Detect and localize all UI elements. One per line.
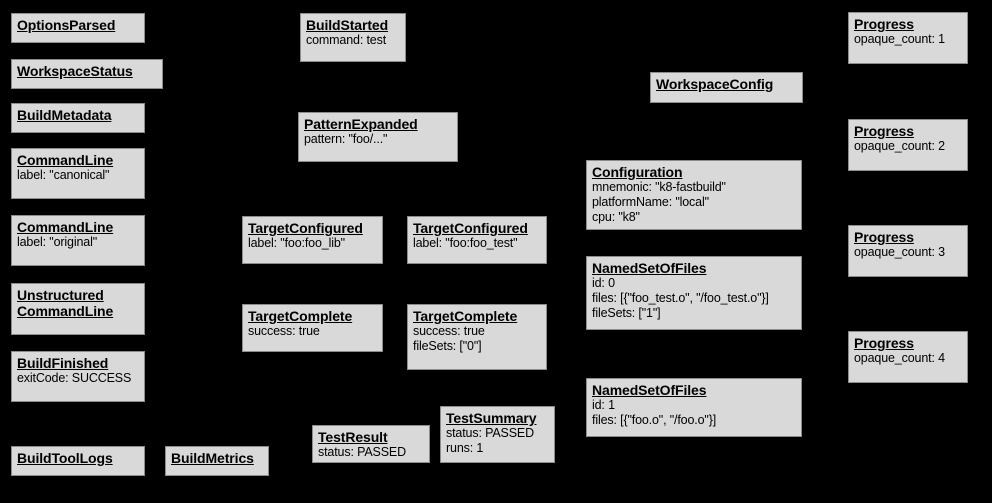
- node-attribute-list: opaque_count: 3: [854, 245, 962, 260]
- node-title: TestResult: [318, 429, 388, 445]
- node-attribute: runs: 1: [446, 441, 484, 455]
- node-attribute-list: label: "canonical": [17, 168, 139, 183]
- node-title: BuildToolLogs: [17, 450, 113, 466]
- node-unstructured-command-line[interactable]: Unstructured CommandLine: [11, 283, 145, 335]
- node-workspace-status[interactable]: WorkspaceStatus: [11, 59, 163, 89]
- node-attribute: files: [{"foo_test.o", "/foo_test.o"}]: [592, 291, 769, 305]
- node-attribute: id: 0: [592, 276, 615, 291]
- node-title: TargetComplete: [413, 308, 518, 324]
- node-attribute-list: opaque_count: 4: [854, 351, 962, 366]
- node-attribute-list: opaque_count: 1: [854, 32, 962, 47]
- node-attribute: cpu: "k8": [592, 209, 640, 224]
- node-title: BuildMetadata: [17, 107, 112, 123]
- node-attribute: status: PASSED: [446, 426, 534, 441]
- node-build-metrics[interactable]: BuildMetrics: [165, 446, 269, 476]
- node-build-metadata[interactable]: BuildMetadata: [11, 103, 145, 133]
- node-attribute: pattern: "foo/...": [304, 132, 388, 147]
- node-attribute: opaque_count: 2: [854, 139, 945, 154]
- node-attribute: opaque_count: 3: [854, 245, 945, 260]
- node-title: Progress: [854, 123, 914, 139]
- node-title: BuildMetrics: [171, 450, 254, 466]
- node-attribute: label: "original": [17, 235, 97, 250]
- node-attribute: command: test: [306, 33, 387, 48]
- node-title: NamedSetOfFiles: [592, 382, 707, 398]
- node-title: PatternExpanded: [304, 116, 418, 132]
- node-attribute-list: opaque_count: 2: [854, 139, 962, 154]
- node-attribute-list: mnemonic: "k8-fastbuild"platformName: "l…: [592, 180, 796, 224]
- node-attribute-list: exitCode: SUCCESS: [17, 371, 139, 386]
- node-attribute: label: "foo:foo_lib": [248, 236, 345, 251]
- node-attribute: fileSets: ["0"]: [413, 339, 482, 353]
- node-attribute: label: "foo:foo_test": [413, 236, 518, 251]
- node-title: CommandLine: [17, 219, 114, 235]
- node-attribute: opaque_count: 1: [854, 32, 945, 47]
- node-title: Progress: [854, 229, 914, 245]
- node-attribute-list: pattern: "foo/...": [304, 132, 452, 147]
- node-attribute-list: label: "original": [17, 235, 139, 250]
- node-options-parsed[interactable]: OptionsParsed: [11, 13, 145, 43]
- node-attribute: success: true: [248, 324, 320, 339]
- node-title: OptionsParsed: [17, 17, 116, 33]
- node-title: WorkspaceStatus: [17, 63, 133, 79]
- node-attribute: platformName: "local": [592, 195, 709, 209]
- node-title: TargetComplete: [248, 308, 353, 324]
- node-attribute-list: status: PASSED: [318, 445, 424, 460]
- node-title: TargetConfigured: [248, 220, 363, 236]
- node-attribute: status: PASSED: [318, 445, 406, 460]
- node-title: Progress: [854, 335, 914, 351]
- node-attribute: label: "canonical": [17, 168, 110, 183]
- node-title: CommandLine: [17, 152, 114, 168]
- node-title: TargetConfigured: [413, 220, 528, 236]
- node-build-tool-logs[interactable]: BuildToolLogs: [11, 446, 145, 476]
- node-attribute: opaque_count: 4: [854, 351, 945, 366]
- node-attribute-list: label: "foo:foo_lib": [248, 236, 377, 251]
- node-attribute-list: label: "foo:foo_test": [413, 236, 541, 251]
- node-title: TestSummary: [446, 410, 537, 426]
- node-workspace-config[interactable]: WorkspaceConfig: [650, 72, 803, 103]
- node-title: Progress: [854, 16, 914, 32]
- node-attribute-list: success: true: [248, 324, 377, 339]
- node-attribute: mnemonic: "k8-fastbuild": [592, 180, 726, 195]
- node-attribute: success: true: [413, 324, 485, 339]
- node-attribute: exitCode: SUCCESS: [17, 371, 132, 386]
- node-attribute: files: [{"foo.o", "/foo.o"}]: [592, 413, 717, 427]
- node-attribute: fileSets: ["1"]: [592, 305, 661, 320]
- node-attribute-list: command: test: [306, 33, 400, 48]
- node-title: BuildStarted: [306, 17, 389, 33]
- node-title: NamedSetOfFiles: [592, 260, 707, 276]
- node-title: Configuration: [592, 164, 683, 180]
- node-title: Unstructured CommandLine: [17, 287, 114, 320]
- node-title: WorkspaceConfig: [656, 76, 774, 92]
- node-title: BuildFinished: [17, 355, 109, 371]
- node-attribute: id: 1: [592, 398, 615, 413]
